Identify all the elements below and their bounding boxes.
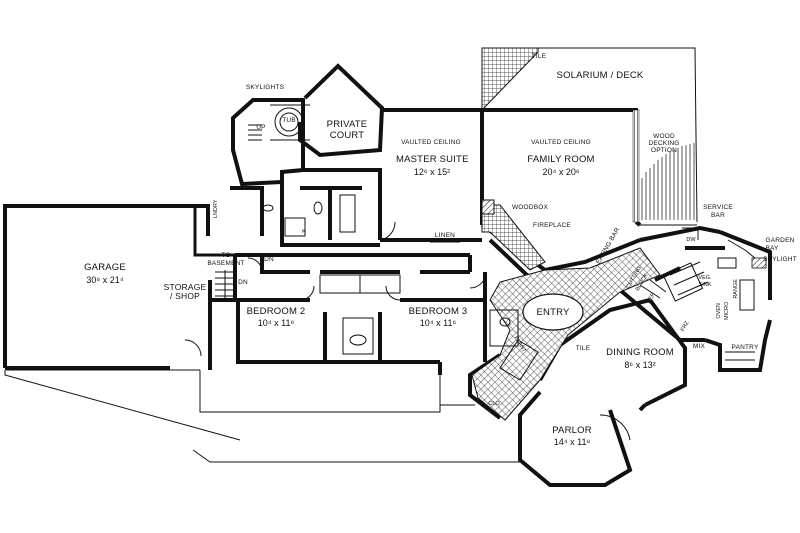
bedroom2-label: BEDROOM 2 <box>246 306 306 317</box>
dining-room-label: DINING ROOM <box>606 347 674 358</box>
private-court-line1: PRIVATE <box>326 119 368 130</box>
main-walls <box>208 63 772 487</box>
linen-label: LINEN <box>434 232 456 239</box>
laundry-label: LNDRY <box>213 199 220 219</box>
service-bar-label-1: SERVICE <box>703 204 733 211</box>
tile-label-entry: TILE <box>575 345 591 352</box>
wood-decking-lines <box>641 143 695 220</box>
solarium-deck-label: SOLARIUM / DECK <box>556 70 644 81</box>
veg-sink-label-1: VEG. <box>698 275 712 281</box>
garage-label: GARAGE <box>84 262 126 273</box>
oven-label: OVEN <box>716 303 723 319</box>
wood-decking-label-2: DECKING <box>648 140 680 147</box>
bedroom3-label: BEDROOM 3 <box>408 306 468 317</box>
bedroom3-size: 10⁴ x 11⁶ <box>419 318 457 328</box>
k-label: K <box>302 229 306 235</box>
micro-label: MICRO <box>724 301 731 321</box>
fireplace-hearth <box>481 204 546 271</box>
walkways <box>4 370 525 463</box>
bedroom2-size: 10⁴ x 11⁶ <box>257 318 295 328</box>
dn-label-basement: DN <box>238 279 248 286</box>
garden-bay-label-2: BAY <box>765 245 779 252</box>
entry-rug <box>522 293 584 331</box>
woodbox <box>481 199 495 215</box>
dw-label: DW <box>686 237 696 243</box>
master-suite-label: MASTER SUITE <box>396 154 469 165</box>
master-vaulted-note: VAULTED CEILING <box>401 139 461 146</box>
service-bar-label-2: BAR <box>711 212 725 219</box>
skylight-label: SKYLIGHT <box>763 256 797 263</box>
parlor-label: PARLOR <box>552 425 592 436</box>
dining-room-size: 8⁶ x 13² <box>624 360 656 370</box>
garage-size: 30⁸ x 21⁴ <box>86 275 124 285</box>
to-basement-label-2: BASEMENT <box>207 260 245 267</box>
mix-label: MIX <box>692 343 706 350</box>
up-label: UP <box>256 124 266 131</box>
family-vaulted-note: VAULTED CEILING <box>531 139 591 146</box>
solarium-tile-area <box>481 47 539 112</box>
entry-label: ENTRY <box>536 307 570 318</box>
pantry-label: PANTRY <box>731 344 759 351</box>
window-wall <box>632 109 640 223</box>
woodbox-label: WOODBOX <box>511 204 549 211</box>
skylights-label: SKYLIGHTS <box>245 84 285 91</box>
parlor-size: 14⁴ x 11⁸ <box>553 437 591 447</box>
dn-label-hall: DN <box>264 256 274 263</box>
family-room-size: 20⁴ x 20⁶ <box>542 167 580 177</box>
master-suite-size: 12⁶ x 15² <box>413 167 451 177</box>
wood-decking-label-3: OPTION <box>650 147 678 154</box>
garage <box>3 204 235 371</box>
to-basement-label-1: TO <box>221 252 231 259</box>
skylight-box <box>751 257 767 269</box>
fireplace-label: FIREPLACE <box>533 222 571 229</box>
family-room-label: FAMILY ROOM <box>527 154 595 165</box>
private-court-line2: COURT <box>329 130 365 141</box>
tile-label-solarium: TILE <box>531 53 547 60</box>
garden-bay-label-1: GARDEN <box>765 237 795 244</box>
storage-shop-label: STORAGE / SHOP <box>163 282 207 301</box>
clo-label: CLO <box>488 401 500 407</box>
wood-decking-label-1: WOOD <box>653 133 675 140</box>
veg-sink-label-2: SINK <box>698 282 712 288</box>
interior-details <box>215 104 761 441</box>
tub-label: TUB <box>282 117 296 124</box>
range-label: RANGE <box>733 279 740 299</box>
